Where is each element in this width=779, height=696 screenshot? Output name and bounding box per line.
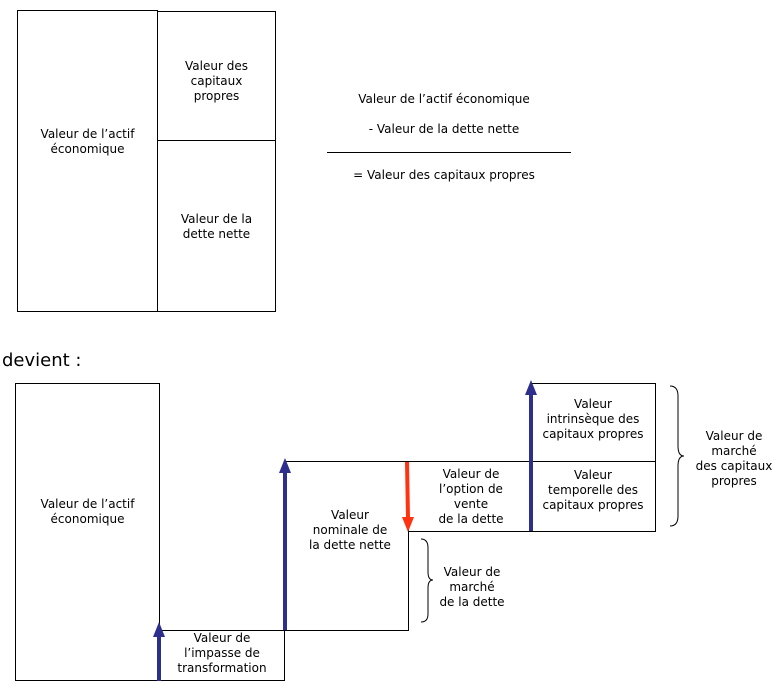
time-equity-label: Valeur temporelle des capitaux propres xyxy=(542,468,644,512)
formula-line-3: = Valeur des capitaux propres xyxy=(353,168,535,182)
put-option-arrow xyxy=(402,461,414,532)
formula-line-1: Valeur de l’actif économique xyxy=(358,92,530,106)
option-bottom-line xyxy=(408,531,656,532)
market-equity-label: Valeur de marché des capitaux propres xyxy=(695,429,773,488)
formula-divider xyxy=(327,152,571,153)
liabilities-divider xyxy=(157,140,276,141)
transformation-gap-arrow xyxy=(153,622,165,681)
market-debt-label: Valeur de marché de la dette xyxy=(439,565,505,609)
equity-right-line xyxy=(655,383,656,532)
bottom-asset-value-box xyxy=(15,383,160,681)
intrinsic-equity-label: Valeur intrinsèque des capitaux propres xyxy=(542,397,644,441)
liabilities-box xyxy=(157,11,276,312)
nominal-debt-arrow xyxy=(279,458,291,630)
equity-value-label: Valeur des capitaux propres xyxy=(185,59,248,103)
transformation-gap-label: Valeur de l’impasse de transformation xyxy=(177,631,267,675)
formula-line-2: - Valeur de la dette nette xyxy=(368,122,520,136)
market-equity-brace-icon xyxy=(669,385,685,527)
nominal-debt-label: Valeur nominale de la dette nette xyxy=(309,508,391,552)
put-option-label: Valeur de l’option de vente de la dette xyxy=(438,467,504,526)
equity-top-line xyxy=(531,383,656,384)
equity-arrow xyxy=(525,380,537,531)
net-debt-value-label: Valeur de la dette nette xyxy=(180,212,253,241)
bottom-asset-value-label: Valeur de l’actif économique xyxy=(40,497,135,526)
asset-value-label: Valeur de l’actif économique xyxy=(40,127,135,156)
market-debt-brace-icon xyxy=(420,538,434,623)
transition-label: devient : xyxy=(2,350,82,371)
